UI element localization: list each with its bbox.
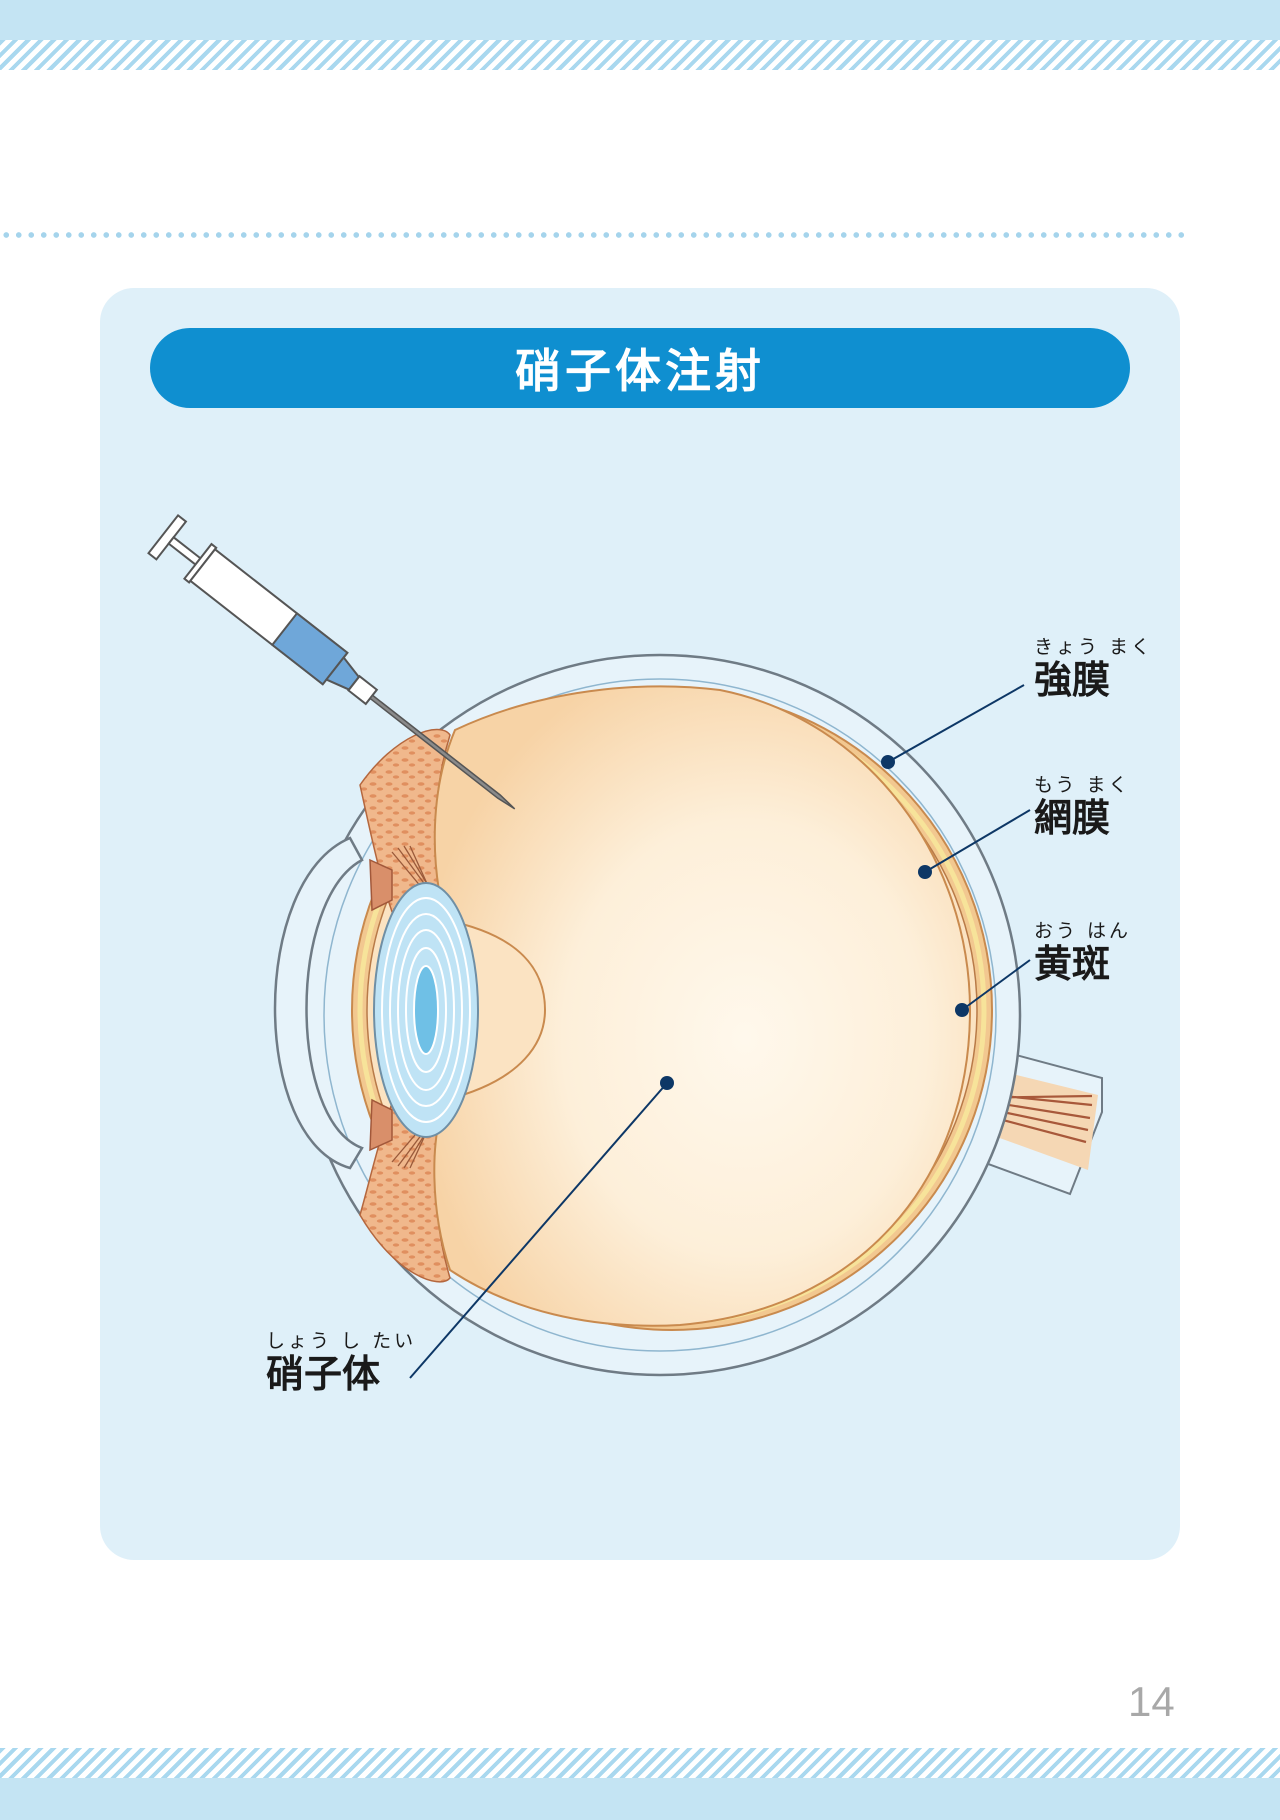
label-retina-text: 網膜 <box>1034 796 1111 840</box>
leader-lines <box>409 684 1031 1379</box>
lens <box>373 882 479 1138</box>
label-macula: おう はん 黄斑 <box>1034 920 1131 986</box>
iris-lower <box>369 1098 393 1152</box>
leader-dots <box>660 755 969 1090</box>
vitreous-body <box>433 685 972 1327</box>
label-retina-ruby: もう まく <box>1034 774 1131 796</box>
iris-upper <box>369 858 393 912</box>
top-color-band <box>0 0 1280 40</box>
page-title: 硝子体注射 <box>150 328 1130 408</box>
label-vitreous: しょう し たい 硝子体 <box>266 1330 416 1396</box>
label-macula-text: 黄斑 <box>1034 942 1111 986</box>
top-stripe-border <box>0 40 1280 70</box>
label-vitreous-text: 硝子体 <box>266 1352 381 1396</box>
page-number: 14 <box>1128 1678 1175 1725</box>
dotted-divider <box>0 231 1190 239</box>
label-vitreous-ruby: しょう し たい <box>266 1330 417 1352</box>
syringe-icon <box>147 513 516 810</box>
label-sclera: きょう まく 強膜 <box>1034 636 1153 702</box>
bottom-color-band <box>0 1778 1280 1820</box>
label-retina: もう まく 網膜 <box>1034 774 1130 840</box>
label-sclera-text: 強膜 <box>1034 658 1111 702</box>
cornea <box>273 836 364 1170</box>
bottom-stripe-border <box>0 1748 1280 1778</box>
label-sclera-ruby: きょう まく <box>1034 636 1154 658</box>
label-macula-ruby: おう はん <box>1034 920 1132 942</box>
